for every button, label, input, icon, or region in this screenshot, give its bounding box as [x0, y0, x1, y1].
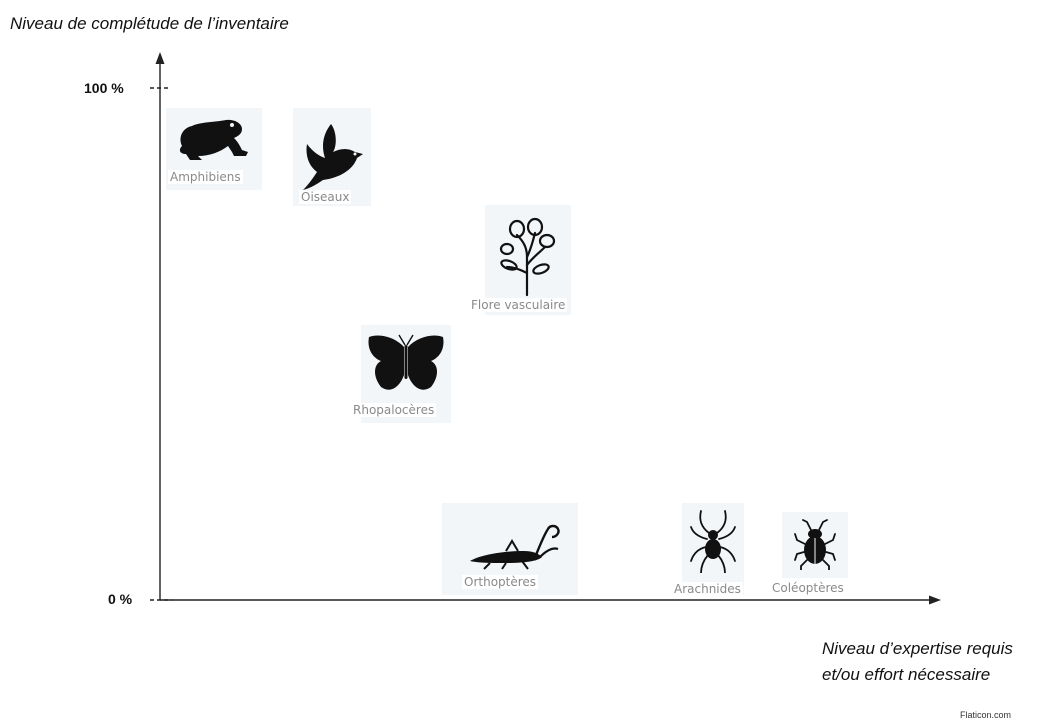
x-axis-title-line1: Niveau d’expertise requis — [822, 639, 1013, 658]
taxon-card-oiseaux: Oiseaux — [293, 108, 371, 206]
taxon-card-flore-vasculaire: Flore vasculaire — [469, 205, 571, 315]
taxon-label: Flore vasculaire — [469, 298, 568, 312]
spider-icon — [690, 510, 736, 573]
x-axis-arrow — [929, 595, 941, 605]
y-axis-arrow — [155, 52, 165, 64]
taxon-card-arachnides: Arachnides — [672, 503, 744, 596]
butterfly-icon — [368, 334, 444, 390]
frog-icon — [179, 119, 248, 160]
taxon-card-rhopaloceres: Rhopalocères — [351, 325, 451, 423]
taxon-label: Orthoptères — [462, 575, 539, 589]
taxon-card-amphibiens: Amphibiens — [166, 108, 262, 190]
taxon-card-coleopteres: Coléoptères — [770, 512, 848, 595]
beetle-icon — [794, 519, 836, 570]
taxon-label: Coléoptères — [770, 581, 846, 595]
bird-icon — [303, 124, 363, 190]
flower-icon — [499, 217, 556, 297]
taxon-label: Rhopalocères — [351, 403, 437, 417]
taxon-label: Oiseaux — [299, 190, 352, 204]
tick-100-percent: 100 % — [84, 80, 124, 96]
y-axis-title: Niveau de complétude de l’inventaire — [10, 14, 289, 33]
image-credit: Flaticon.com — [960, 710, 1012, 720]
x-axis-title: Niveau d’expertise requis et/ou effort n… — [822, 636, 1013, 688]
taxon-label: Arachnides — [672, 582, 743, 596]
x-axis-title-line2: et/ou effort nécessaire — [822, 665, 991, 684]
taxon-label: Amphibiens — [168, 170, 243, 184]
tick-0-percent: 0 % — [108, 591, 133, 607]
taxon-card-orthopteres: Orthoptères — [442, 503, 578, 595]
grasshopper-icon — [470, 524, 560, 570]
